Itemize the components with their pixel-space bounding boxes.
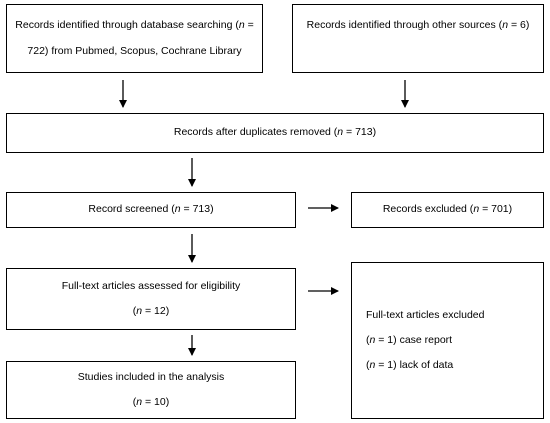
box-studies-included: Studies included in the analysis (n = 10…	[6, 361, 296, 419]
fulltext-line2: (n = 12)	[132, 305, 170, 317]
fulltext-excluded-reason-2: (n = 1) lack of data	[366, 359, 454, 372]
included-line2: (n = 10)	[132, 396, 170, 408]
fulltext-excluded-title: Full-text articles excluded	[366, 308, 485, 321]
box-other-sources: Records identified through other sources…	[292, 4, 544, 73]
records-excluded-text: Records excluded (n = 701)	[382, 203, 513, 216]
other-sources-text: Records identified through other sources…	[306, 19, 530, 31]
fulltext-line1: Full-text articles assessed for eligibil…	[61, 279, 241, 292]
box-records-excluded: Records excluded (n = 701)	[351, 192, 544, 228]
box-record-screened: Record screened (n = 713)	[6, 192, 296, 228]
record-screened-text: Record screened (n = 713)	[88, 203, 214, 216]
box-after-duplicates: Records after duplicates removed (n = 71…	[6, 113, 544, 153]
db-search-line1: Records identified through database sear…	[15, 19, 254, 32]
included-line1: Studies included in the analysis	[77, 370, 225, 383]
box-database-searching: Records identified through database sear…	[6, 4, 263, 73]
box-fulltext-assessed: Full-text articles assessed for eligibil…	[6, 268, 296, 330]
box-fulltext-excluded: Full-text articles excluded (n = 1) case…	[351, 262, 544, 419]
after-duplicates-text: Records after duplicates removed (n = 71…	[173, 126, 377, 139]
db-search-line2: 722) from Pubmed, Scopus, Cochrane Libra…	[27, 44, 242, 57]
fulltext-excluded-reason-1: (n = 1) case report	[366, 333, 453, 346]
